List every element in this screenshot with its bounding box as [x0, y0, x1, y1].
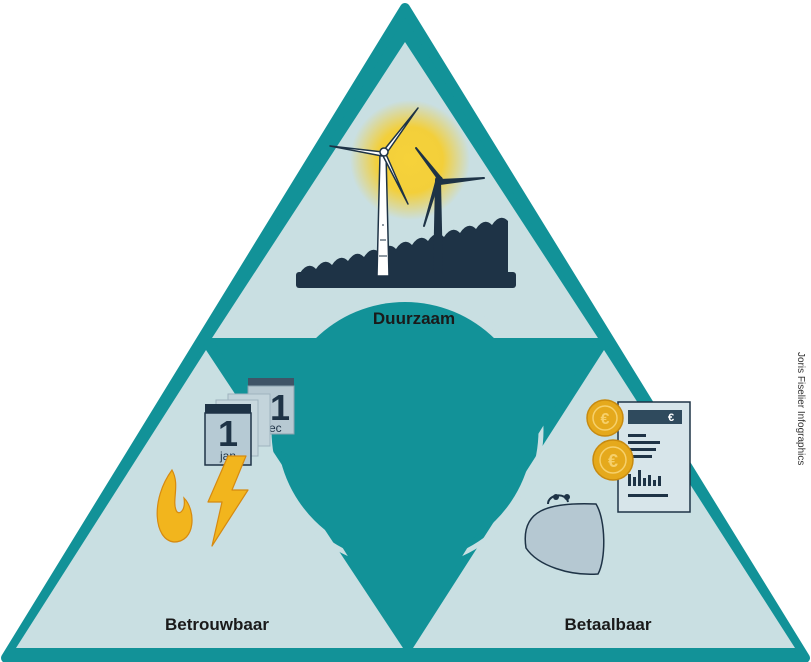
- panel-betaalbaar: [413, 350, 795, 648]
- wind-turbine-icon: [415, 147, 485, 276]
- label-duurzaam: Duurzaam: [373, 309, 455, 328]
- purse-icon: [524, 494, 605, 575]
- wind-turbine-icon: [329, 107, 419, 277]
- bill-euro-symbol: €: [668, 412, 674, 424]
- lightning-icon: [207, 455, 249, 547]
- credit-text: Joris Fiselier Infographics: [795, 352, 806, 466]
- label-betrouwbaar: Betrouwbaar: [165, 615, 269, 634]
- sea-waves-icon: [296, 217, 516, 288]
- euro-coin-icon: €: [586, 399, 624, 437]
- euro-coin-icon: €: [592, 439, 634, 481]
- label-betaalbaar: Betaalbaar: [565, 615, 652, 634]
- flame-icon: [156, 468, 193, 543]
- center-inverted-triangle: [212, 338, 598, 648]
- coin-euro-symbol: €: [608, 451, 618, 471]
- coin-euro-symbol: €: [601, 411, 610, 428]
- calendar-front-day: 1: [218, 413, 238, 454]
